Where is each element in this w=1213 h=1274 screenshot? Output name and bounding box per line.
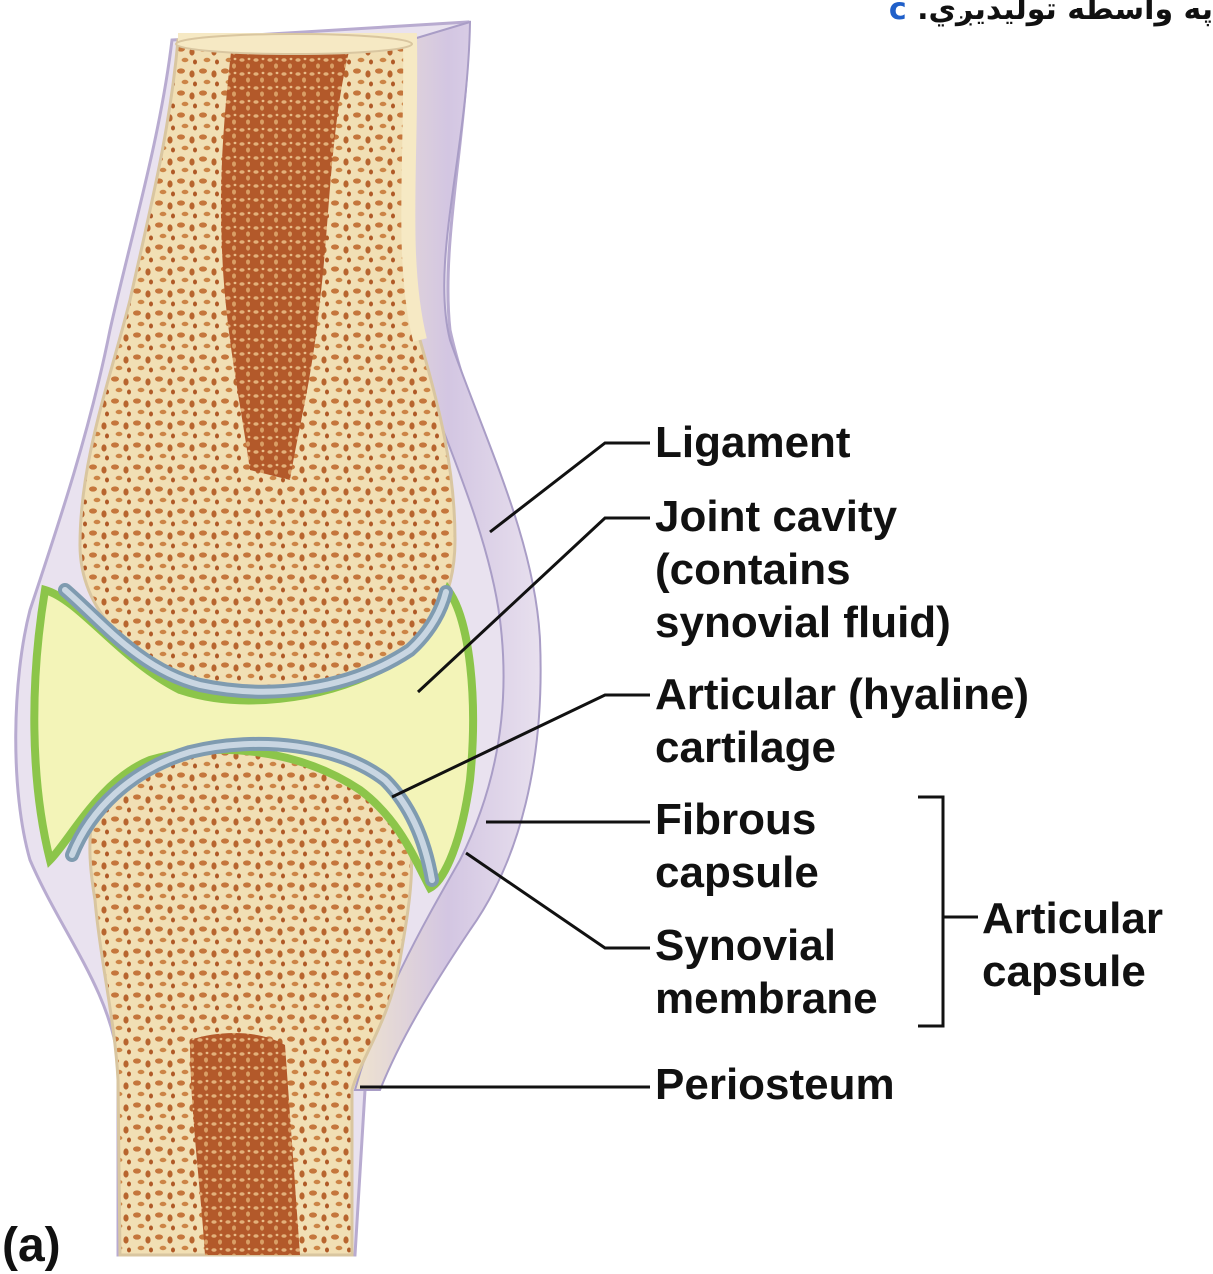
- page-header-text: په واسطه تولیدیږي. c: [889, 0, 1213, 30]
- label-fibrous-capsule: Fibrous capsule: [655, 793, 819, 899]
- label-articular-capsule-line1: Articular: [982, 892, 1163, 945]
- label-articular-capsule-line2: capsule: [982, 945, 1163, 998]
- label-synovial-membrane: Synovial membrane: [655, 919, 878, 1025]
- panel-label: (a): [2, 1218, 61, 1273]
- label-articular-capsule: Articular capsule: [982, 892, 1163, 998]
- label-synovial-membrane-line1: Synovial: [655, 919, 878, 972]
- label-synovial-membrane-line2: membrane: [655, 972, 878, 1025]
- label-joint-cavity-line3: synovial fluid): [655, 596, 951, 649]
- header-text: په واسطه تولیدیږي.: [917, 0, 1213, 27]
- label-articular-cartilage-line1: Articular (hyaline): [655, 668, 1029, 721]
- label-periosteum: Periosteum: [655, 1058, 895, 1111]
- label-fibrous-capsule-line1: Fibrous: [655, 793, 819, 846]
- lower-marrow: [190, 1033, 300, 1255]
- label-joint-cavity: Joint cavity (contains synovial fluid): [655, 490, 951, 649]
- label-periosteum-line1: Periosteum: [655, 1058, 895, 1111]
- articular-capsule-bracket: [918, 797, 943, 1026]
- label-ligament-line1: Ligament: [655, 416, 851, 469]
- label-articular-cartilage-line2: cartilage: [655, 721, 1029, 774]
- label-fibrous-capsule-line2: capsule: [655, 846, 819, 899]
- label-joint-cavity-line2: (contains: [655, 543, 951, 596]
- upper-bone-top-cut: [176, 34, 412, 54]
- header-letter: c: [889, 0, 907, 27]
- label-articular-cartilage: Articular (hyaline) cartilage: [655, 668, 1029, 774]
- label-joint-cavity-line1: Joint cavity: [655, 490, 951, 543]
- label-ligament: Ligament: [655, 416, 851, 469]
